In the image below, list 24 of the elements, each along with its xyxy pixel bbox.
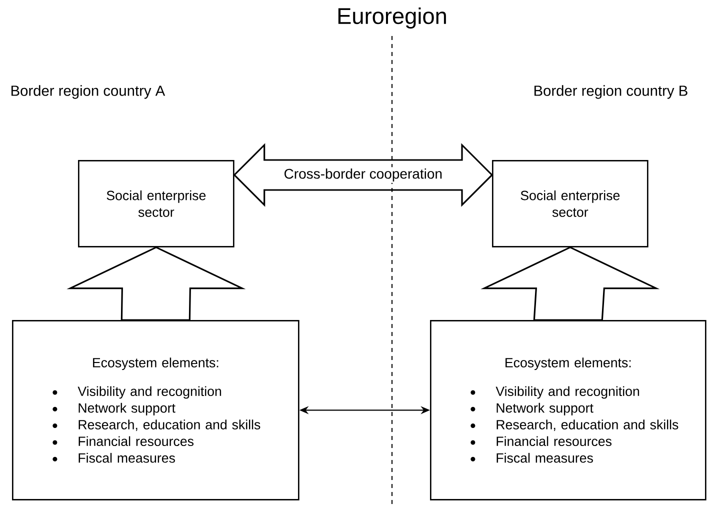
region-label: Border region country A <box>11 85 166 99</box>
list-box <box>12 320 300 500</box>
process-box <box>492 160 648 248</box>
process-box <box>78 160 234 248</box>
bullet-item: Financial resources <box>52 436 194 446</box>
list-heading: Ecosystem elements: <box>93 358 218 370</box>
bullet-item: Visibility and recognition <box>470 386 640 399</box>
list-heading: Ecosystem elements: <box>506 358 631 370</box>
region-label: Border region country B <box>534 85 688 99</box>
box-text: Social enterprise sector <box>106 190 206 217</box>
bullet-item: Network support <box>52 402 176 416</box>
bullet-item: Fiscal measures <box>470 452 593 463</box>
box-text: Social enterprise sector <box>520 190 620 217</box>
bullet-item: Research, education and skills <box>470 420 678 431</box>
bullet-item: Financial resources <box>470 436 612 446</box>
list-box <box>430 320 706 500</box>
bullet-item: Research, education and skills <box>52 420 260 431</box>
bullet-item: Fiscal measures <box>52 452 175 463</box>
block-arrow <box>480 246 660 321</box>
edge-label: Cross-border cooperation <box>284 168 442 182</box>
block-arrow <box>66 246 246 321</box>
bullet-item: Network support <box>470 402 594 416</box>
bullet-item: Visibility and recognition <box>52 386 222 399</box>
title: Euroregion <box>338 7 446 29</box>
